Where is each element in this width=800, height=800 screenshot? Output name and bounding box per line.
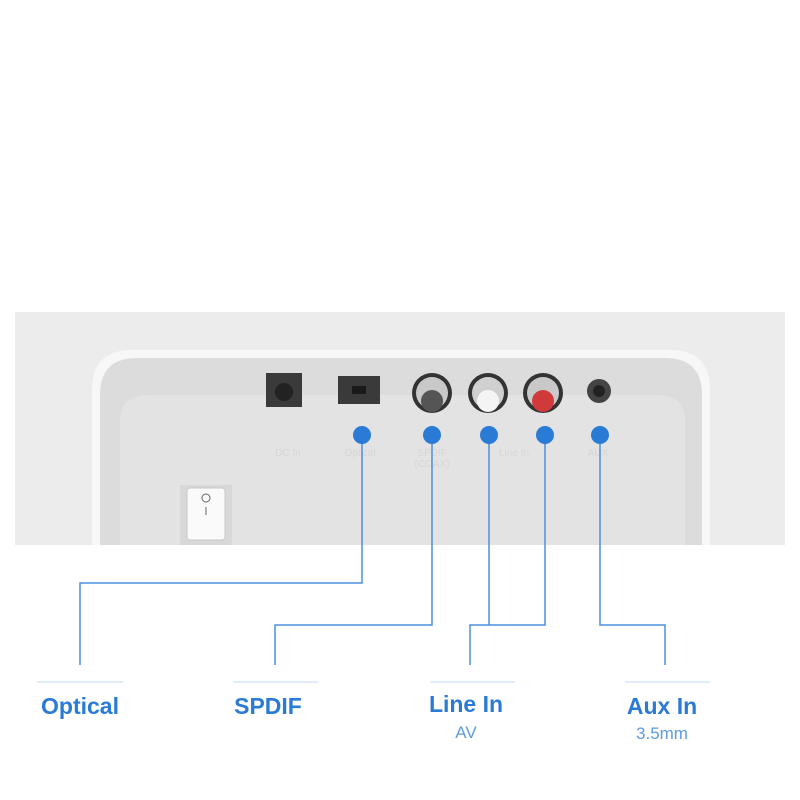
line-in-white-port (468, 373, 508, 413)
optical-dot (353, 426, 371, 444)
aux-text: AUX (588, 448, 609, 459)
aux-dot (591, 426, 609, 444)
line-in-red-port (523, 373, 563, 413)
optical-text: Optical (344, 448, 375, 459)
line-in-red-dot (536, 426, 554, 444)
line-in-sublabel: AV (455, 723, 477, 742)
spdif-port (412, 373, 452, 413)
spdif-label: SPDIF (234, 693, 302, 719)
line-in-text: Line In (499, 448, 529, 459)
spdif-dot (423, 426, 441, 444)
optical-label: Optical (41, 693, 119, 719)
dc-in-text: DC In (275, 448, 301, 459)
line-in-white-dot (480, 426, 498, 444)
callout-lines (79, 435, 666, 665)
aux-port (587, 379, 611, 403)
aux-in-label: Aux In (626, 693, 698, 719)
aux-in-sublabel: 3.5mm (636, 724, 688, 743)
line-in-label: Line In (428, 691, 504, 717)
